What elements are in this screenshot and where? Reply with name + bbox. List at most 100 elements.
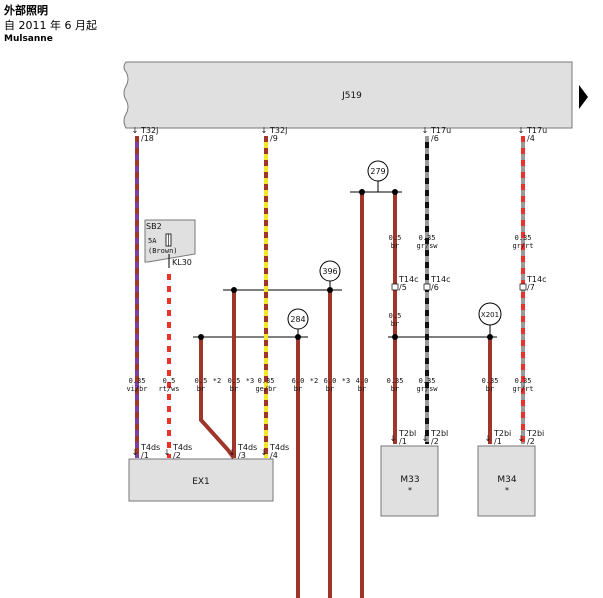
svg-text:/4: /4	[527, 134, 535, 143]
svg-text:rt/ws: rt/ws	[158, 385, 179, 393]
svg-text:br: br	[391, 385, 399, 393]
j519-label: J519	[341, 91, 362, 101]
svg-text:*2: *2	[213, 377, 221, 385]
svg-text:↓: ↓	[422, 434, 429, 443]
svg-text:(Brown): (Brown)	[148, 247, 178, 255]
svg-text:↓: ↓	[390, 434, 397, 443]
junction-dots	[198, 189, 493, 340]
svg-text:0.35: 0.35	[258, 377, 275, 385]
svg-text:/3: /3	[238, 451, 246, 460]
ground-point-279[interactable]: 279	[367, 160, 389, 192]
ex1-box[interactable]: EX1	[128, 458, 274, 502]
svg-text:vi/br: vi/br	[126, 385, 147, 393]
svg-text:T4ds: T4ds	[172, 443, 192, 452]
svg-text:T2bl: T2bl	[430, 429, 448, 438]
svg-text:SB2: SB2	[146, 222, 162, 231]
svg-text:0.5: 0.5	[389, 234, 402, 242]
svg-text:br: br	[326, 385, 334, 393]
svg-text:284: 284	[290, 315, 305, 324]
svg-text:T17u: T17u	[430, 126, 451, 135]
lower-wire-labels: 0.35 vi/br 0.5 rt/ws 0.5 br *2 0.5 br *3…	[126, 377, 533, 393]
ground-point-396[interactable]: 396	[319, 260, 341, 290]
upper-wire-labels: 0.5 br 0.35 gr/sw 0.35 gr/rt 0.5 br	[389, 234, 534, 328]
svg-text:*2: *2	[310, 377, 318, 385]
svg-text:/9: /9	[270, 134, 278, 143]
svg-text:0.35: 0.35	[515, 234, 532, 242]
fuse-sb2[interactable]: SB2 5A (Brown) KL30	[144, 219, 196, 268]
svg-text:/7: /7	[527, 283, 535, 292]
ground-point-284[interactable]: 284	[287, 308, 309, 337]
svg-text:gr/rt: gr/rt	[512, 242, 533, 250]
svg-text:T2bi: T2bi	[526, 429, 544, 438]
svg-text:/4: /4	[270, 451, 278, 460]
svg-text:*: *	[408, 486, 412, 495]
svg-text:0.35: 0.35	[419, 234, 436, 242]
svg-text:/2: /2	[431, 437, 439, 446]
svg-text:279: 279	[370, 167, 385, 176]
svg-text:/2: /2	[173, 451, 181, 460]
svg-text:T32j: T32j	[140, 126, 158, 135]
svg-text:T14c: T14c	[398, 275, 418, 284]
svg-text:T2bi: T2bi	[493, 429, 511, 438]
m34-box[interactable]: M34 *	[477, 445, 536, 517]
svg-text:br: br	[486, 385, 494, 393]
svg-text:T17u: T17u	[526, 126, 547, 135]
svg-text:/1: /1	[399, 437, 407, 446]
svg-text:gr/sw: gr/sw	[416, 242, 438, 250]
svg-text:ge/br: ge/br	[255, 385, 276, 393]
svg-text:M34: M34	[497, 475, 516, 485]
svg-text:↓: ↓	[132, 448, 139, 457]
svg-text:4.0: 4.0	[356, 377, 369, 385]
page-title: 外部照明	[4, 4, 48, 17]
svg-text:↓: ↓	[485, 434, 492, 443]
svg-text:*3: *3	[246, 377, 254, 385]
svg-text:↓: ↓	[132, 126, 139, 135]
j519-box[interactable]	[123, 61, 573, 129]
svg-text:0.35: 0.35	[129, 377, 146, 385]
svg-text:0.35: 0.35	[419, 377, 436, 385]
svg-text:T4ds: T4ds	[237, 443, 257, 452]
svg-text:/6: /6	[431, 134, 439, 143]
svg-text:/18: /18	[141, 134, 154, 143]
svg-text:*3: *3	[342, 377, 350, 385]
svg-text:KL30: KL30	[172, 258, 192, 267]
svg-text:br: br	[391, 242, 399, 250]
svg-text:0.35: 0.35	[515, 377, 532, 385]
svg-text:gr/rt: gr/rt	[512, 385, 533, 393]
svg-text:T32j: T32j	[269, 126, 287, 135]
svg-text:br: br	[391, 320, 399, 328]
svg-text:/6: /6	[431, 283, 439, 292]
svg-text:↓: ↓	[229, 448, 236, 457]
date-note: 自 2011 年 6 月起	[4, 19, 97, 32]
svg-text:↓: ↓	[518, 126, 525, 135]
continue-arrow-icon[interactable]	[579, 85, 588, 109]
svg-text:6.0: 6.0	[292, 377, 305, 385]
svg-text:br: br	[358, 385, 366, 393]
svg-text:M33: M33	[400, 475, 419, 485]
svg-text:↓: ↓	[518, 434, 525, 443]
t4ds-connectors: ↓ T4ds /1 ↓ T4ds /2 ↓ T4ds /3 ↓ T4ds /4	[132, 443, 290, 460]
m33-box[interactable]: M33 *	[380, 445, 439, 517]
svg-text:0.35: 0.35	[387, 377, 404, 385]
svg-text:↓: ↓	[164, 448, 171, 457]
svg-text:0.5: 0.5	[228, 377, 241, 385]
svg-text:↓: ↓	[422, 126, 429, 135]
ground-point-x201[interactable]: X201	[478, 302, 502, 337]
svg-text:6.0: 6.0	[324, 377, 337, 385]
svg-text:↓: ↓	[261, 126, 268, 135]
wires	[135, 136, 525, 598]
svg-text:/2: /2	[527, 437, 535, 446]
svg-text:X201: X201	[481, 311, 499, 319]
svg-text:5A: 5A	[148, 237, 157, 245]
svg-text:↓: ↓	[261, 448, 268, 457]
svg-text:br: br	[197, 385, 205, 393]
svg-text:gr/sw: gr/sw	[416, 385, 438, 393]
svg-text:0.5: 0.5	[389, 312, 402, 320]
t2-connectors: ↓ T2bl /1 ↓ T2bl /2 ↓ T2bi /1 ↓ T2bi /2	[390, 429, 545, 446]
svg-text:/5: /5	[399, 283, 407, 292]
svg-text:br: br	[294, 385, 302, 393]
svg-text:0.5: 0.5	[163, 377, 176, 385]
t14c-connectors: T14c /5 T14c /6 T14c /7	[391, 275, 546, 292]
svg-text:/1: /1	[494, 437, 502, 446]
svg-text:0.35: 0.35	[482, 377, 499, 385]
